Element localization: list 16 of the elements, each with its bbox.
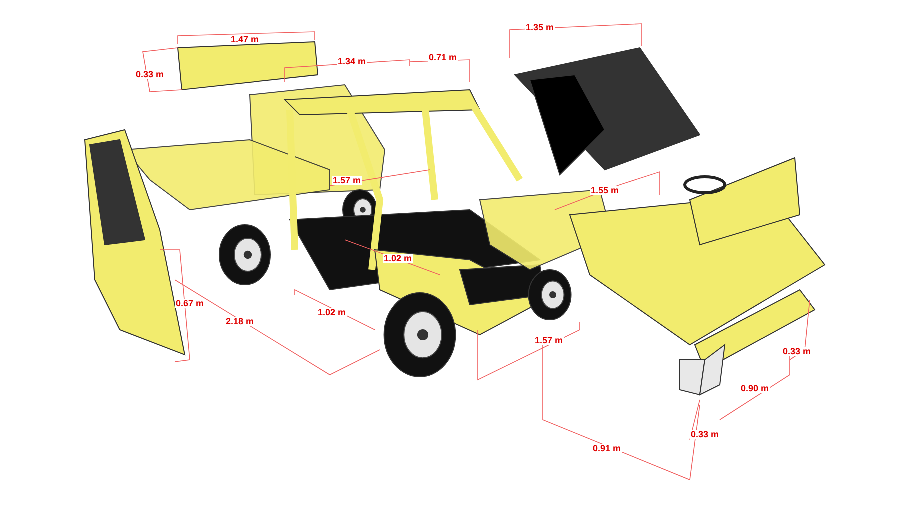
dimension-label: 0.33 m xyxy=(134,70,166,80)
dimension-label: 0.91 m xyxy=(592,444,622,454)
dimension-label: 0.90 m xyxy=(740,384,770,394)
dimension-label: 1.35 m xyxy=(524,24,556,32)
dimension-label: 1.47 m xyxy=(230,36,260,44)
dimension-label: 1.02 m xyxy=(382,254,414,264)
dimension-label: 1.02 m xyxy=(316,308,348,318)
dimension-label: 0.33 m xyxy=(782,348,812,356)
dimension-label: 1.57 m xyxy=(534,336,564,346)
dimension-label: 0.67 m xyxy=(174,300,206,308)
dimension-label: 1.57 m xyxy=(332,176,362,186)
dimension-label: 0.71 m xyxy=(428,54,458,62)
dimension-label: 1.34 m xyxy=(336,58,368,66)
dimension-label: 0.33 m xyxy=(690,430,720,440)
dimension-label: 2.18 m xyxy=(224,318,256,326)
dimension-label: 1.55 m xyxy=(590,186,620,196)
